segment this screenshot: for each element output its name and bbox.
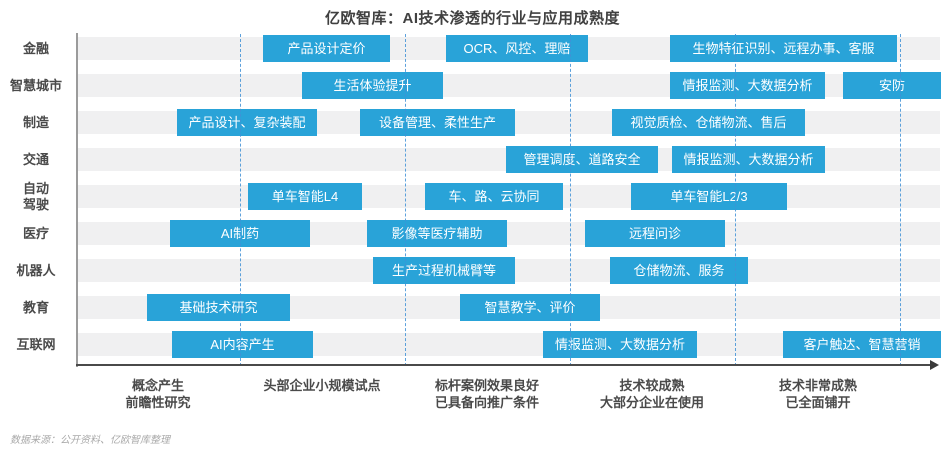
stage-label: 概念产生前瞻性研究	[125, 377, 190, 411]
row-label-line: 制造	[22, 114, 49, 130]
chart-bar: 影像等医疗辅助	[367, 220, 507, 247]
chart-bar: 车、路、云协同	[425, 183, 563, 210]
stage-separator-dashed-line	[570, 34, 571, 366]
stage-label-line: 大部分企业在使用	[599, 395, 705, 410]
stage-label-line: 概念产生	[131, 378, 185, 393]
row-label-line: 金融	[22, 40, 49, 56]
row-label-line: 自动	[22, 180, 49, 196]
y-axis-line	[76, 33, 78, 367]
stage-label-line: 头部企业小规模试点	[263, 378, 381, 393]
stage-label: 头部企业小规模试点	[263, 377, 380, 394]
row-label-机器人: 机器人	[0, 263, 72, 279]
stage-separator-dashed-line	[735, 34, 736, 366]
row-label-line: 医疗	[22, 225, 49, 241]
chart-bar: 单车智能L4	[248, 183, 362, 210]
chart-bar: 安防	[843, 72, 941, 99]
row-label-制造: 制造	[0, 115, 72, 131]
chart-bar: 情报监测、大数据分析	[670, 72, 825, 99]
row-label-自动驾驶: 自动驾驶	[0, 181, 72, 213]
row-label-互联网: 互联网	[0, 337, 72, 353]
stage-label: 标杆案例效果良好已具备向推广条件	[435, 377, 539, 411]
row-label-交通: 交通	[0, 152, 72, 168]
row-label-line: 驾驶	[22, 196, 49, 212]
chart-bar: 情报监测、大数据分析	[672, 146, 825, 173]
source-note: 数据来源：公开资料、亿欧智库整理	[10, 435, 170, 446]
chart-bar: 产品设计、复杂装配	[177, 109, 317, 136]
stage-label-line: 已具备向推广条件	[434, 395, 540, 410]
row-label-金融: 金融	[0, 41, 72, 57]
x-axis-arrow-icon	[930, 360, 939, 370]
chart-bar: 客户触达、智慧营销	[783, 331, 941, 358]
x-axis-line	[76, 364, 932, 366]
chart-bar: 视觉质检、仓储物流、售后	[612, 109, 805, 136]
stage-label-line: 技术非常成熟	[778, 378, 858, 393]
chart-bar: 基础技术研究	[147, 294, 290, 321]
row-label-line: 教育	[22, 299, 49, 315]
row-label-line: 机器人	[16, 262, 56, 278]
row-label-line: 智慧城市	[9, 77, 62, 93]
stage-label-line: 技术较成熟	[619, 378, 685, 393]
chart-bar: 生产过程机械臂等	[373, 257, 515, 284]
chart-bar: 远程问诊	[585, 220, 725, 247]
row-label-智慧城市: 智慧城市	[0, 78, 72, 94]
stage-label: 技术较成熟大部分企业在使用	[600, 377, 704, 411]
stage-label-line: 已全面铺开	[785, 395, 851, 410]
row-label-line: 交通	[22, 151, 49, 167]
row-label-教育: 教育	[0, 300, 72, 316]
chart-bar: 智慧教学、评价	[460, 294, 600, 321]
row-label-line: 互联网	[16, 336, 56, 352]
stage-separator-dashed-line	[240, 34, 241, 366]
chart-bar: 仓储物流、服务	[610, 257, 748, 284]
row-label-医疗: 医疗	[0, 226, 72, 242]
chart-bar: 生物特征识别、远程办事、客服	[670, 35, 897, 62]
stage-label-line: 标杆案例效果良好	[434, 378, 540, 393]
chart-bar: 设备管理、柔性生产	[360, 109, 515, 136]
chart-title: 亿欧智库：AI技术渗透的行业与应用成熟度	[324, 10, 620, 27]
chart-bar: 情报监测、大数据分析	[543, 331, 697, 358]
stage-label: 技术非常成熟已全面铺开	[779, 377, 857, 411]
chart-bar: 产品设计定价	[263, 35, 390, 62]
chart-bar: OCR、风控、理赔	[446, 35, 588, 62]
chart-bar: 生活体验提升	[302, 72, 443, 99]
chart-bar: AI内容产生	[172, 331, 313, 358]
stage-separator-dashed-line	[900, 34, 901, 366]
chart-bar: 单车智能L2/3	[631, 183, 787, 210]
stage-separator-dashed-line	[405, 34, 406, 366]
chart-bar: 管理调度、道路安全	[506, 146, 658, 173]
stage-label-line: 前瞻性研究	[125, 395, 191, 410]
